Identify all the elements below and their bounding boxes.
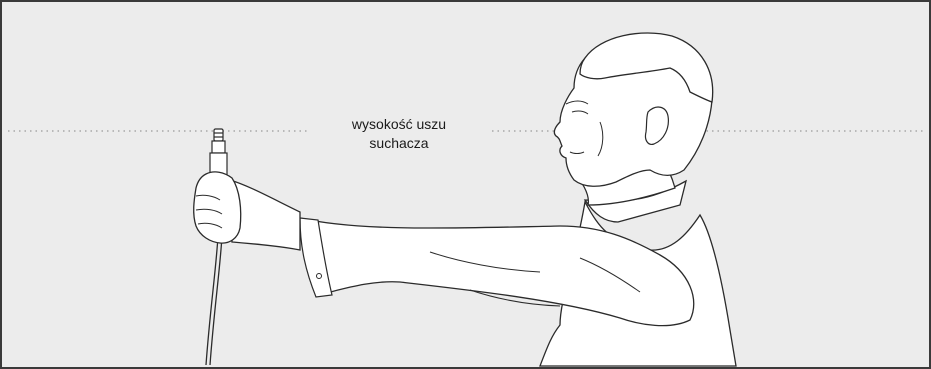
cuff-button — [316, 273, 322, 279]
ear-height-label-line1: wysokość uszu — [351, 116, 447, 132]
ear-height-label: wysokość uszu suchacza — [310, 115, 488, 153]
hand — [193, 171, 242, 244]
wrist — [229, 179, 301, 251]
hair — [579, 32, 714, 103]
ear-height-label-line2: suchacza — [369, 135, 429, 151]
extended-arm — [299, 217, 695, 327]
microphone-cable — [205, 235, 219, 366]
shirt-cuff — [299, 217, 333, 298]
ear — [644, 106, 669, 145]
